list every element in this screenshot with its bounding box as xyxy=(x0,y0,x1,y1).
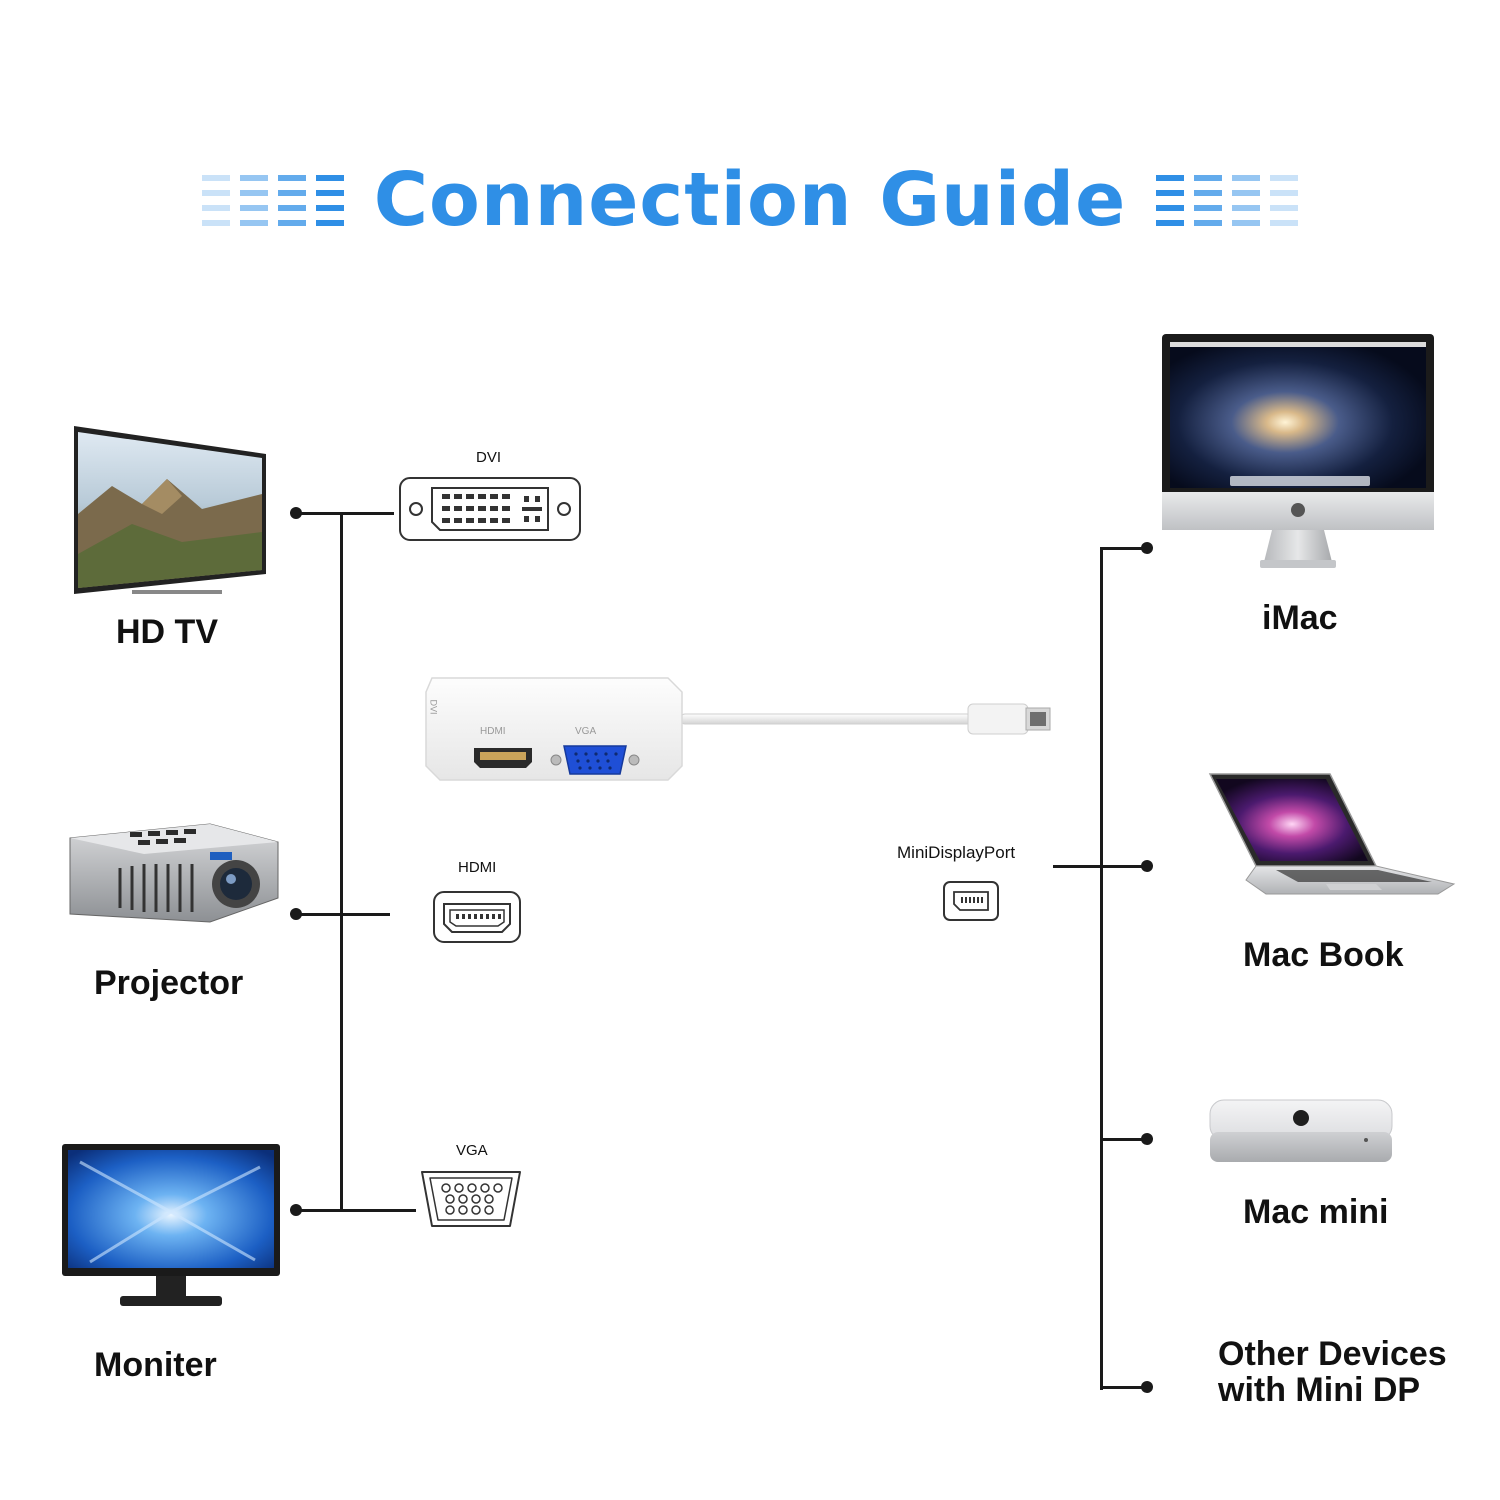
other-devices-connector-dot xyxy=(1141,1381,1153,1393)
other-devices-label-line2: with Mini DP xyxy=(1218,1370,1421,1409)
vga-port-icon xyxy=(418,1168,524,1230)
other-devices-connector-line xyxy=(1100,1386,1148,1389)
title-banner: Connection Guide xyxy=(0,150,1500,250)
dvi-port-label: DVI xyxy=(476,449,502,466)
macbook-label: Mac Book xyxy=(1243,936,1404,974)
imac-connector-line xyxy=(1100,547,1148,550)
mac-mini-connector-dot xyxy=(1141,1133,1153,1145)
dvi-port-icon xyxy=(398,476,582,542)
monitor-connector-line xyxy=(296,1209,416,1212)
title-decoration-right xyxy=(1156,174,1299,226)
macbook-connector-dot xyxy=(1141,860,1153,872)
adapter-icon xyxy=(418,670,1068,792)
title-decoration-left xyxy=(201,174,344,226)
monitor-connector-dot xyxy=(290,1204,302,1216)
other-devices-label: Other Devices with Mini DP xyxy=(1218,1335,1447,1409)
page-title: Connection Guide xyxy=(373,157,1127,243)
mac-mini-icon xyxy=(1206,1098,1396,1168)
tv-connector-line xyxy=(296,512,394,515)
adapter-dvi-label: DVI xyxy=(428,699,439,715)
monitor-icon xyxy=(60,1142,282,1314)
other-devices-label-line1: Other Devices xyxy=(1218,1335,1447,1373)
adapter-hdmi-label: HDMI xyxy=(480,726,506,737)
mini-dp-port-label: MiniDisplayPort xyxy=(897,843,1016,862)
imac-icon xyxy=(1160,332,1436,574)
macbook-icon xyxy=(1206,770,1456,902)
right-vertical-line xyxy=(1100,548,1103,1390)
left-vertical-line xyxy=(340,513,343,1212)
projector-connector-dot xyxy=(290,908,302,920)
hdmi-port-icon xyxy=(432,890,522,944)
tv-icon xyxy=(72,424,268,600)
mac-mini-label: Mac mini xyxy=(1243,1193,1389,1231)
projector-label: Projector xyxy=(94,964,244,1002)
mac-mini-connector-line xyxy=(1100,1138,1148,1141)
projector-connector-line xyxy=(296,913,390,916)
hdmi-port-label: HDMI xyxy=(458,859,497,876)
imac-label: iMac xyxy=(1262,599,1338,637)
tv-label: HD TV xyxy=(116,613,218,651)
mini-dp-port-icon xyxy=(942,880,1000,922)
tv-connector-dot xyxy=(290,507,302,519)
adapter-vga-label: VGA xyxy=(575,726,597,737)
vga-port-label: VGA xyxy=(456,1142,488,1159)
imac-connector-dot xyxy=(1141,542,1153,554)
projector-icon xyxy=(60,818,284,930)
mini-dp-connector-line xyxy=(1053,865,1148,868)
monitor-label: Moniter xyxy=(94,1346,217,1384)
